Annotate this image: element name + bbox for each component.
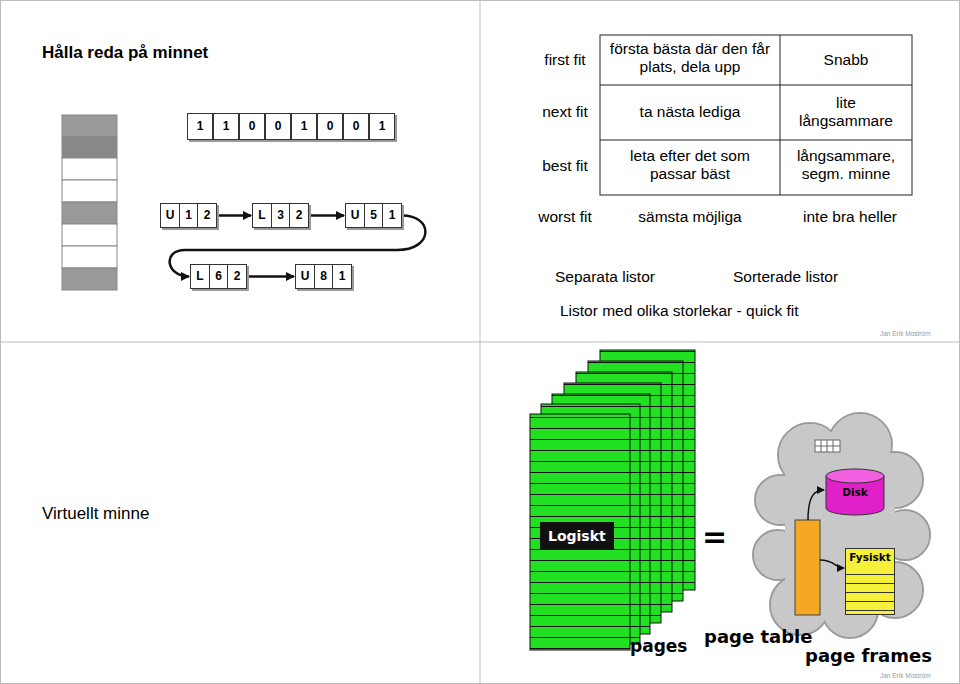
shape-text: Disk xyxy=(825,468,885,498)
box-text: Logiskt xyxy=(548,528,606,544)
list-element: U51 xyxy=(345,203,402,228)
label-text: lite långsammare xyxy=(795,94,897,130)
label-text: Jan Erik Moström xyxy=(880,672,955,679)
label-text: Jan Erik Moström xyxy=(880,330,955,337)
cell-text: L xyxy=(252,203,272,228)
cell-text: 1 xyxy=(291,113,317,140)
label-text: Virtuellt minne xyxy=(42,504,242,524)
label-text: ta nästa lediga xyxy=(600,103,780,121)
label-text: Sorterade listor xyxy=(733,268,903,286)
label-text: inte bra heller xyxy=(780,208,920,226)
page-stack xyxy=(530,350,695,650)
cell-text: 1 xyxy=(213,113,239,140)
label-text: Listor med olika storlekar - quick fit xyxy=(560,302,900,320)
list-element: U12 xyxy=(160,203,217,228)
label-text: next fit xyxy=(530,103,600,121)
list-element: L32 xyxy=(252,203,309,228)
cell-text: 2 xyxy=(289,203,309,228)
grid-icon xyxy=(815,440,840,452)
label-text: page frames xyxy=(805,646,955,667)
cell-text: 1 xyxy=(382,203,402,228)
bitmap-cell: 1 xyxy=(291,113,317,140)
list-pointer xyxy=(217,214,251,217)
cell-text: 1 xyxy=(332,264,352,289)
memory-column xyxy=(62,115,117,290)
bitmap-cell: 1 xyxy=(187,113,213,140)
label-text: pages xyxy=(630,637,700,657)
bitmap-cell: 0 xyxy=(265,113,291,140)
list-pointer xyxy=(309,214,344,217)
cell-text: 3 xyxy=(271,203,291,228)
table-grid xyxy=(600,35,912,195)
cell-text: U xyxy=(345,203,365,228)
label-text: first fit xyxy=(530,51,600,69)
cell-text: 0 xyxy=(239,113,265,140)
cell-text: 2 xyxy=(197,203,217,228)
cell-text: 0 xyxy=(317,113,343,140)
cell-text: 1 xyxy=(179,203,199,228)
label-text: sämsta möjliga xyxy=(600,208,780,226)
disk-cylinder: Disk xyxy=(825,468,885,516)
bitmap-cell: 1 xyxy=(213,113,239,140)
cell-text: 1 xyxy=(187,113,213,140)
label-text: Snabb xyxy=(780,51,912,69)
cell-text: L xyxy=(190,264,210,289)
frame-stack: Fysiskt xyxy=(845,548,895,615)
list-element: L62 xyxy=(190,264,247,289)
label-text: = xyxy=(702,520,732,555)
cell-text: 1 xyxy=(369,113,395,140)
cell-text: 5 xyxy=(364,203,384,228)
label-text: page table xyxy=(704,627,824,648)
bitmap-cell: 0 xyxy=(317,113,343,140)
bitmap-cell: 1 xyxy=(369,113,395,140)
label-text: Separata listor xyxy=(555,268,705,286)
list-pointer xyxy=(247,275,294,278)
cell-text: 8 xyxy=(314,264,334,289)
label-box: Logiskt xyxy=(540,522,614,550)
list-element: U81 xyxy=(295,264,352,289)
label-text: långsammare, segm. minne xyxy=(782,147,910,183)
cell-text: U xyxy=(295,264,315,289)
cell-text: 0 xyxy=(343,113,369,140)
bitmap-cell: 0 xyxy=(343,113,369,140)
label-text: leta efter det som passar bäst xyxy=(612,147,768,183)
memory-cloud xyxy=(753,413,930,638)
cell-text: U xyxy=(160,203,180,228)
label-text: worst fit xyxy=(530,208,600,226)
label-text: best fit xyxy=(530,157,600,175)
shape-text: Fysiskt xyxy=(845,548,895,563)
cell-text: 6 xyxy=(209,264,229,289)
slide-title: Hålla reda på minnet xyxy=(42,43,208,63)
bitmap-cell: 0 xyxy=(239,113,265,140)
label-text: första bästa där den får plats, dela upp xyxy=(605,40,775,76)
cell-text: 0 xyxy=(265,113,291,140)
cell-text: 2 xyxy=(227,264,247,289)
